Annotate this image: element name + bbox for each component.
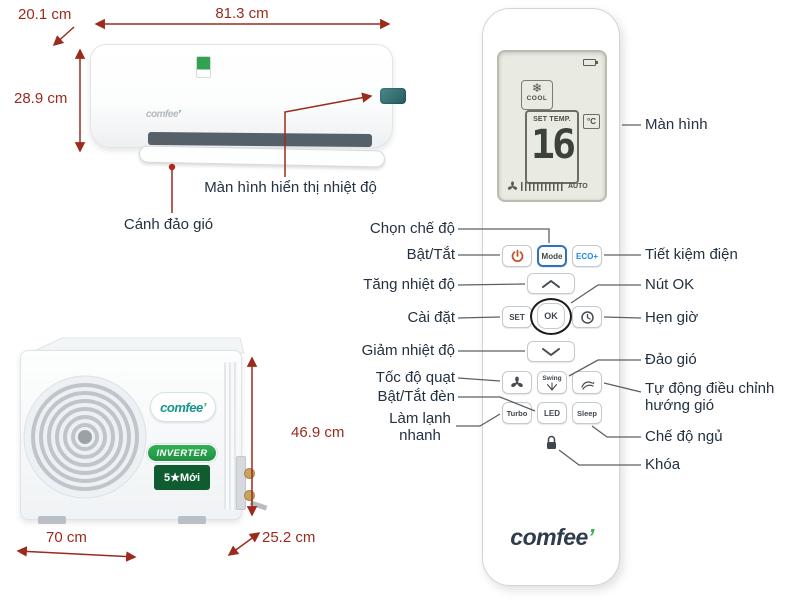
- dimension-indoor-height: 28.9 cm: [14, 90, 68, 107]
- outdoor-foot: [178, 516, 206, 524]
- callout-timer: Hẹn giờ: [645, 309, 699, 326]
- fan-speed-bars: [521, 181, 565, 191]
- label-swing-flap: Cánh đảo gió: [123, 216, 214, 233]
- wind-direction-button: [572, 371, 602, 394]
- outdoor-brand-logo: comfee’: [150, 392, 216, 422]
- sleep-button: Sleep: [572, 402, 602, 424]
- turbo-button: Turbo: [502, 402, 532, 424]
- callout-mode: Chọn chế độ: [369, 220, 455, 237]
- temp-down-button: [527, 341, 575, 362]
- rating-badge: 5★Mới: [154, 465, 210, 490]
- dimension-outdoor-width: 70 cm: [46, 529, 87, 546]
- mode-indicator: ❄ COOL: [521, 80, 553, 110]
- callout-set: Cài đặt: [407, 309, 455, 326]
- cool-mode-label: COOL: [526, 95, 548, 102]
- chevron-down-icon: [542, 347, 560, 356]
- set-temp-label: SET TEMP.: [533, 116, 571, 123]
- dimension-indoor-depth: 20.1 cm: [18, 6, 72, 23]
- swing-flap: [138, 145, 386, 168]
- outdoor-side-grille: [224, 362, 238, 510]
- pipe-bracket: [236, 456, 246, 510]
- remote-lcd-screen: ❄ COOL SET TEMP. 16 °C AUTO: [497, 50, 607, 202]
- power-button: [502, 245, 532, 267]
- led-button: LED: [537, 402, 567, 424]
- remote-brand-logo: comfee’: [510, 524, 594, 550]
- callout-temp-down: Giảm nhiệt độ: [361, 342, 455, 359]
- inverter-badge: INVERTER: [147, 444, 217, 462]
- energy-rating-sticker: [196, 56, 211, 78]
- eco-button: ECO+: [572, 245, 602, 267]
- wind-direction-icon: [580, 380, 594, 390]
- callout-sleep: Chế độ ngủ: [645, 428, 723, 445]
- label-indoor-display: Màn hình hiển thị nhiệt độ: [204, 179, 377, 196]
- fan-icon: [507, 180, 518, 190]
- valve: [244, 468, 255, 479]
- battery-icon: [583, 59, 598, 66]
- timer-button: [572, 306, 602, 328]
- callout-ok: Nút OK: [645, 276, 695, 293]
- lock-icon: [547, 435, 556, 449]
- mode-button: Mode: [537, 245, 567, 267]
- set-button: SET: [502, 306, 532, 328]
- callout-temp-up: Tăng nhiệt độ: [363, 276, 455, 293]
- snowflake-icon: ❄: [531, 81, 543, 95]
- valve: [244, 490, 255, 501]
- temp-unit: °C: [583, 114, 600, 129]
- outdoor-foot: [38, 516, 66, 524]
- fan-status-row: AUTO: [507, 180, 588, 192]
- dimension-outdoor-height: 46.9 cm: [291, 424, 345, 441]
- callout-fan-speed: Tốc độ quạt: [375, 369, 455, 386]
- power-icon: [511, 249, 523, 262]
- swing-button: Swing: [537, 371, 567, 394]
- temperature-display-module: [380, 88, 406, 104]
- fan-icon: [511, 375, 523, 387]
- clock-icon: [580, 310, 594, 324]
- callout-led: Bật/Tắt đèn: [377, 388, 455, 405]
- pipe: [249, 500, 268, 511]
- callout-auto-wind: Tự động điều chỉnh hướng gió: [645, 380, 775, 414]
- indoor-brand-logo: comfee’: [146, 109, 181, 120]
- ok-button-highlight: [530, 298, 572, 335]
- fan-speed-button: [502, 371, 532, 394]
- fan-auto-label: AUTO: [568, 182, 588, 190]
- callout-eco: Tiết kiệm điện: [645, 246, 738, 263]
- outdoor-fan-grille: [23, 375, 147, 499]
- callout-swing: Đảo gió: [645, 351, 697, 368]
- callout-power: Bật/Tắt: [406, 246, 455, 263]
- dimension-indoor-width: 81.3 cm: [215, 5, 269, 22]
- chevron-up-icon: [542, 279, 560, 288]
- temp-value: 16: [530, 122, 576, 168]
- ok-button: OK: [537, 303, 565, 329]
- temperature-readout: SET TEMP. 16: [525, 110, 579, 184]
- dimension-outdoor-depth: 25.2 cm: [262, 529, 316, 546]
- callout-screen: Màn hình: [645, 116, 708, 133]
- air-outlet-slot: [147, 132, 373, 147]
- temp-up-button: [527, 273, 575, 294]
- callout-turbo: Làm lạnh nhanh: [389, 410, 451, 444]
- swing-icon: [546, 381, 558, 391]
- callout-lock: Khóa: [645, 456, 681, 473]
